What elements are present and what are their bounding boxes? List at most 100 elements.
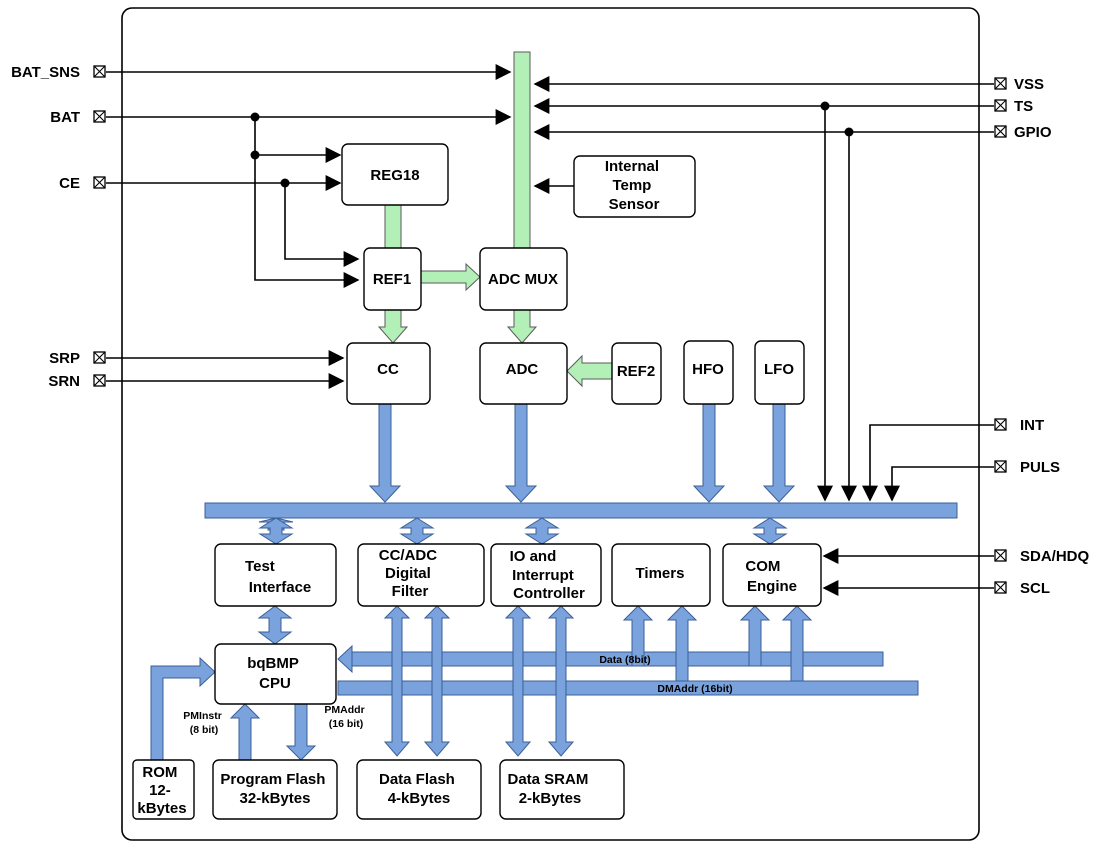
ref1-to-cc-arrow	[377, 309, 409, 344]
io-interrupt-block: IO and Interrupt Controller	[490, 543, 602, 607]
data-bus-label: Data (8bit)	[599, 654, 650, 666]
program-flash-block: Program Flash 32-kBytes	[212, 759, 338, 820]
pminstr-label-line2: (8 bit)	[190, 724, 219, 736]
pin-bat: BAT	[50, 109, 106, 126]
svg-text:ROM 12- kBytes: ROM 12- kBytes	[137, 764, 186, 817]
data-flash-block: Data Flash 4-kBytes	[356, 759, 482, 820]
test-interface-line1: Test	[245, 558, 275, 575]
svg-text:Program Flash 32-kByte: Program Flash 32-kBytes	[220, 771, 329, 807]
svg-text:Internal Temp: Internal Temp Sensor	[605, 158, 663, 213]
hfo-block: HFO	[683, 340, 734, 405]
adc-label: ADC	[506, 361, 539, 378]
test-interface-line2: Interface	[249, 579, 312, 596]
ccadc-filter-block: CC/ADC Digital Filter	[357, 543, 485, 607]
pin-puls-label: PULS	[1020, 459, 1060, 476]
junctions	[250, 101, 854, 188]
svg-text:REF2: REF2	[617, 363, 655, 380]
io-interrupt-line3: Controller	[513, 585, 585, 602]
reg18-block: REG18	[341, 143, 449, 206]
cc-label: CC	[377, 361, 399, 378]
cpu-line1: bqBMP	[247, 655, 299, 672]
dmaddr-bus	[337, 680, 919, 696]
hfo-label: HFO	[692, 361, 724, 378]
digital-buses	[150, 403, 958, 763]
pin-ts: TS	[994, 98, 1033, 115]
lfo-block: LFO	[754, 340, 805, 405]
blocks: REG18 REF1 ADC MUX Internal Temp Sensor …	[132, 143, 822, 820]
analog-paths	[377, 51, 613, 388]
ccadc-filter-line1: CC/ADC	[379, 547, 437, 564]
adc-mux-block: ADC MUX	[479, 247, 568, 311]
pin-srp: SRP	[49, 350, 106, 367]
pin-ce: CE	[59, 175, 106, 192]
pin-srn-label: SRN	[48, 373, 80, 390]
pin-puls: PULS	[994, 459, 1060, 476]
dataflash-link-2	[423, 605, 451, 757]
datasram-link-1	[504, 605, 532, 757]
pin-sda-hdq-label: SDA/HDQ	[1020, 548, 1090, 565]
io-interrupt-line2: Interrupt	[512, 567, 574, 584]
dataflash-link-1	[383, 605, 411, 757]
cpu-line2: CPU	[259, 675, 291, 692]
rom-block: ROM 12- kBytes	[132, 759, 195, 820]
pminstr-label-line1: PMInstr	[183, 710, 222, 722]
reg18-label: REG18	[370, 167, 419, 184]
temp-sensor-line2: Temp	[612, 177, 651, 194]
dmaddr-bus-label: DMAddr (16bit)	[657, 683, 732, 695]
pin-srn: SRN	[48, 373, 106, 390]
ccadc-filter-line3: Filter	[392, 583, 429, 600]
pin-bat-label: BAT	[50, 109, 80, 126]
timers-label: Timers	[636, 565, 685, 582]
svg-text:LFO: LFO	[764, 361, 794, 378]
rom-cpu-arrow	[150, 656, 216, 761]
timers-link-2	[666, 605, 698, 682]
svg-text:ADC: ADC	[506, 361, 539, 378]
peripheral-bus	[204, 502, 958, 519]
pin-int-label: INT	[1020, 417, 1044, 434]
adcmux-to-adc-arrow	[506, 309, 538, 344]
ccadc-filter-line2: Digital	[385, 565, 431, 582]
pminstr-arrow	[229, 703, 261, 763]
pin-bat-sns-label: BAT_SNS	[11, 64, 80, 81]
svg-text:Test Interface: Test Interface	[245, 558, 311, 596]
data-flash-line1: Data Flash	[379, 771, 455, 788]
svg-text:Data SRAM 2-kBytes: Data SRAM 2-kBytes	[507, 771, 592, 807]
ref1-label: REF1	[373, 271, 411, 288]
ref1-block: REF1	[363, 247, 422, 311]
right-pins: VSS TS GPIO INT PULS SDA/HDQ SCL	[994, 76, 1090, 597]
svg-text:CC/ADC Digital: CC/ADC Digital Filter	[379, 547, 442, 600]
temp-sensor-line3: Sensor	[609, 196, 660, 213]
bus-labels: Data (8bit) DMAddr (16bit) PMInstr (8 bi…	[183, 654, 732, 736]
adc-bus-arrow	[504, 403, 538, 503]
pmaddr-label-line2: (16 bit)	[329, 718, 363, 730]
program-flash-line2: 32-kBytes	[240, 790, 311, 807]
svg-text:PMAddr (16 bit): PMAddr (16 bit)	[324, 704, 367, 730]
svg-text:PMInstr (8 bit): PMInstr (8 bit)	[183, 710, 224, 736]
pin-scl-label: SCL	[1020, 580, 1050, 597]
cc-bus-arrow	[368, 403, 402, 503]
pin-ce-label: CE	[59, 175, 80, 192]
svg-text:COM Engine: COM Engine	[745, 558, 797, 595]
pmaddr-arrow	[285, 703, 317, 761]
timers-block: Timers	[611, 543, 711, 607]
reg18-ref1-link	[384, 204, 402, 249]
program-flash-line1: Program Flash	[220, 771, 325, 788]
pin-gpio: GPIO	[994, 124, 1052, 141]
cpu-block: bqBMP CPU	[214, 643, 337, 705]
pin-srp-label: SRP	[49, 350, 80, 367]
pin-scl: SCL	[994, 580, 1050, 597]
data-sram-line1: Data SRAM	[507, 771, 588, 788]
svg-text:REG18: REG18	[370, 167, 419, 184]
data-sram-line2: 2-kBytes	[519, 790, 582, 807]
data-bus-cpu-arrow	[337, 644, 353, 674]
ref2-to-adc-arrow	[566, 354, 613, 388]
svg-text:HFO: HFO	[692, 361, 724, 378]
ref2-block: REF2	[611, 342, 662, 405]
cc-block: CC	[346, 342, 431, 405]
adc-block: ADC	[479, 342, 568, 405]
svg-text:bqBMP CPU: bqBMP CPU	[247, 655, 303, 692]
com-engine-line1: COM	[745, 558, 780, 575]
test-interface-block: Test Interface	[214, 543, 337, 607]
pin-gpio-label: GPIO	[1014, 124, 1052, 141]
data-sram-block: Data SRAM 2-kBytes	[499, 759, 625, 820]
